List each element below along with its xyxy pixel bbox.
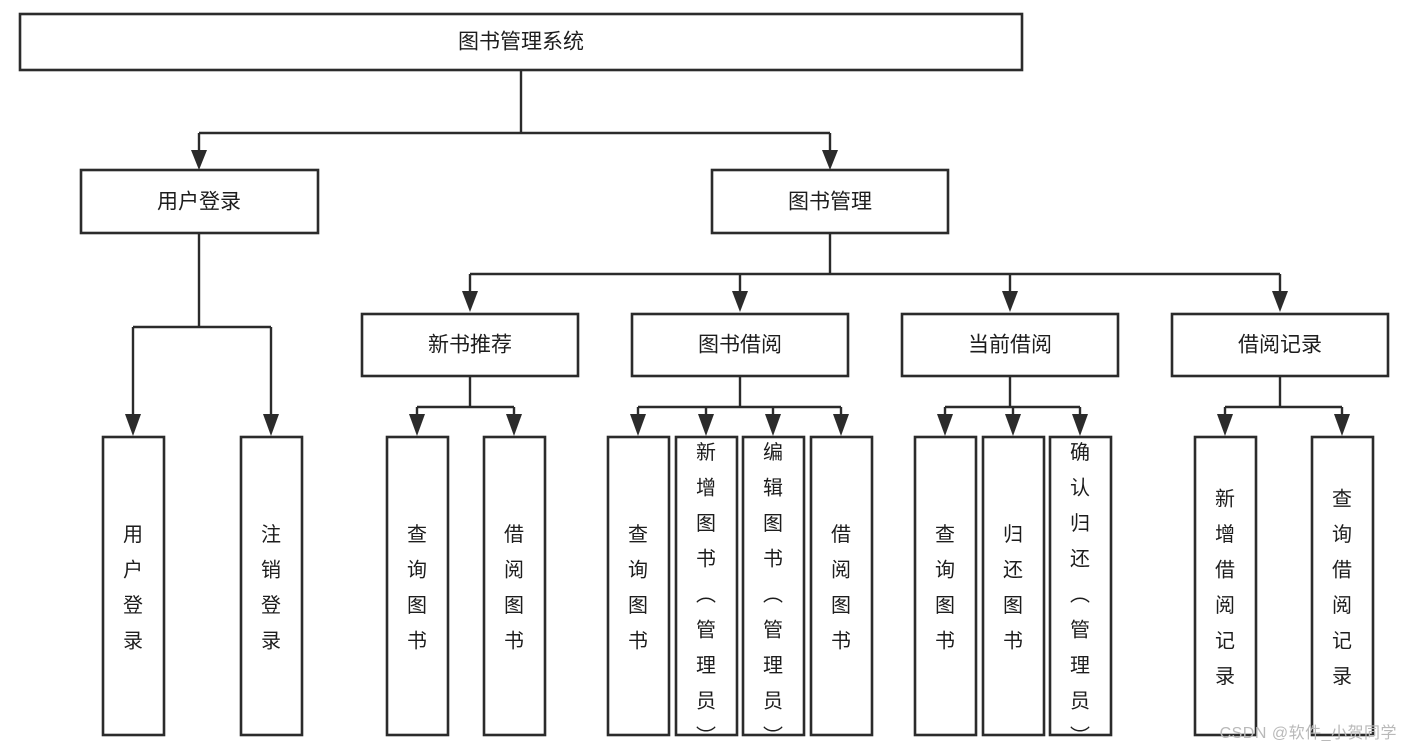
arrowhead-leaf-query-book-1 xyxy=(409,414,425,436)
node-leaf-add-book-label: 新增图书︵管理员︶ xyxy=(696,441,716,747)
arrowhead-current-borrow xyxy=(1002,291,1018,312)
node-leaf-user-login[interactable]: 用户登录 xyxy=(101,435,166,737)
arrowhead-book-management xyxy=(822,150,838,170)
node-leaf-borrow-book-2-box[interactable] xyxy=(809,435,874,737)
node-leaf-borrow-book-1[interactable]: 借阅图书 xyxy=(482,435,547,737)
node-leaf-logout-login-label: 注销登录 xyxy=(261,523,281,653)
node-root[interactable]: 图书管理系统 xyxy=(18,12,1024,72)
node-new-book-recommend-box[interactable] xyxy=(360,312,580,378)
arrowhead-leaf-add-book xyxy=(698,414,714,436)
node-user-login-label: 用户登录 xyxy=(157,191,241,214)
node-leaf-logout-login[interactable]: 注销登录 xyxy=(239,435,304,737)
node-borrow-record[interactable]: 借阅记录 xyxy=(1170,312,1390,378)
node-book-borrow[interactable]: 图书借阅 xyxy=(630,312,850,378)
node-root-box[interactable] xyxy=(18,12,1024,72)
node-leaf-user-login-label: 用户登录 xyxy=(123,524,143,653)
node-new-book-recommend[interactable]: 新书推荐 xyxy=(360,312,580,378)
arrowhead-leaf-logout-login xyxy=(263,414,279,436)
node-book-borrow-box[interactable] xyxy=(630,312,850,378)
node-leaf-query-book-2[interactable]: 查询图书 xyxy=(606,435,671,737)
arrowhead-leaf-confirm-return xyxy=(1072,414,1088,436)
node-leaf-confirm-return-box[interactable] xyxy=(1048,435,1113,737)
node-book-management[interactable]: 图书管理 xyxy=(710,168,950,235)
arrowhead-leaf-borrow-book-1 xyxy=(506,414,522,436)
node-user-login-box[interactable] xyxy=(79,168,320,235)
arrowhead-leaf-add-record xyxy=(1217,414,1233,436)
arrowhead-leaf-query-book-2 xyxy=(630,414,646,436)
node-leaf-borrow-book-2[interactable]: 借阅图书 xyxy=(809,435,874,737)
node-current-borrow[interactable]: 当前借阅 xyxy=(900,312,1120,378)
node-leaf-edit-book-label: 编辑图书︵管理员︶ xyxy=(763,441,783,747)
node-book-management-label: 图书管理 xyxy=(788,191,872,214)
arrowhead-leaf-return-book xyxy=(1005,414,1021,436)
node-leaf-return-book-box[interactable] xyxy=(981,435,1046,737)
node-leaf-query-book-3-box[interactable] xyxy=(913,435,978,737)
node-leaf-query-book-1[interactable]: 查询图书 xyxy=(385,435,450,737)
arrowhead-leaf-edit-book xyxy=(765,414,781,436)
node-leaf-add-record-box[interactable] xyxy=(1193,435,1258,737)
arrowhead-borrow-record xyxy=(1272,291,1288,312)
arrowhead-user-login xyxy=(191,150,207,170)
node-borrow-record-label: 借阅记录 xyxy=(1238,334,1322,357)
node-book-management-box[interactable] xyxy=(710,168,950,235)
arrowhead-book-borrow xyxy=(732,291,748,312)
node-current-borrow-box[interactable] xyxy=(900,312,1120,378)
node-leaf-query-book-3-label: 查询图书 xyxy=(935,523,955,653)
node-leaf-query-book-2-box[interactable] xyxy=(606,435,671,737)
node-leaf-query-record[interactable]: 查询借阅记录 xyxy=(1310,435,1375,737)
node-leaf-add-book[interactable]: 新增图书︵管理员︶ xyxy=(674,435,739,747)
node-leaf-edit-book-box[interactable] xyxy=(741,435,806,737)
node-leaf-borrow-book-1-box[interactable] xyxy=(482,435,547,737)
node-leaf-borrow-book-2-label: 借阅图书 xyxy=(831,523,851,653)
csdn-watermark: CSDN @软件_小贺同学 xyxy=(1219,725,1397,742)
node-leaf-query-record-box[interactable] xyxy=(1310,435,1375,737)
node-leaf-query-book-1-box[interactable] xyxy=(385,435,450,737)
arrowhead-leaf-user-login xyxy=(125,414,141,436)
arrowhead-new-book-recommend xyxy=(462,291,478,312)
node-leaf-logout-login-box[interactable] xyxy=(239,435,304,737)
node-leaf-add-record-label: 新增借阅记录 xyxy=(1215,488,1235,689)
node-leaf-user-login-box[interactable] xyxy=(101,435,166,737)
node-leaf-query-book-3[interactable]: 查询图书 xyxy=(913,435,978,737)
arrowhead-leaf-query-book-3 xyxy=(937,414,953,436)
node-book-borrow-label: 图书借阅 xyxy=(698,334,782,357)
node-leaf-edit-book[interactable]: 编辑图书︵管理员︶ xyxy=(741,435,806,747)
node-leaf-confirm-return-label: 确认归还︵管理员︶ xyxy=(1070,441,1090,747)
node-leaf-query-record-label: 查询借阅记录 xyxy=(1332,488,1352,689)
node-leaf-query-book-2-label: 查询图书 xyxy=(628,523,648,653)
connector-layer xyxy=(125,70,1350,436)
node-leaf-add-record[interactable]: 新增借阅记录 xyxy=(1193,435,1258,737)
node-leaf-return-book-label: 归还图书 xyxy=(1003,523,1023,653)
node-current-borrow-label: 当前借阅 xyxy=(968,334,1052,357)
node-leaf-add-book-box[interactable] xyxy=(674,435,739,737)
arrowhead-leaf-query-record xyxy=(1334,414,1350,436)
node-leaf-query-book-1-label: 查询图书 xyxy=(407,523,427,653)
node-borrow-record-box[interactable] xyxy=(1170,312,1390,378)
node-user-login[interactable]: 用户登录 xyxy=(79,168,320,235)
node-root-label: 图书管理系统 xyxy=(458,31,584,54)
node-new-book-recommend-label: 新书推荐 xyxy=(428,334,512,357)
node-leaf-confirm-return[interactable]: 确认归还︵管理员︶ xyxy=(1048,435,1113,747)
arrowhead-leaf-borrow-book-2 xyxy=(833,414,849,436)
node-leaf-return-book[interactable]: 归还图书 xyxy=(981,435,1046,737)
node-leaf-borrow-book-1-label: 借阅图书 xyxy=(504,523,524,653)
